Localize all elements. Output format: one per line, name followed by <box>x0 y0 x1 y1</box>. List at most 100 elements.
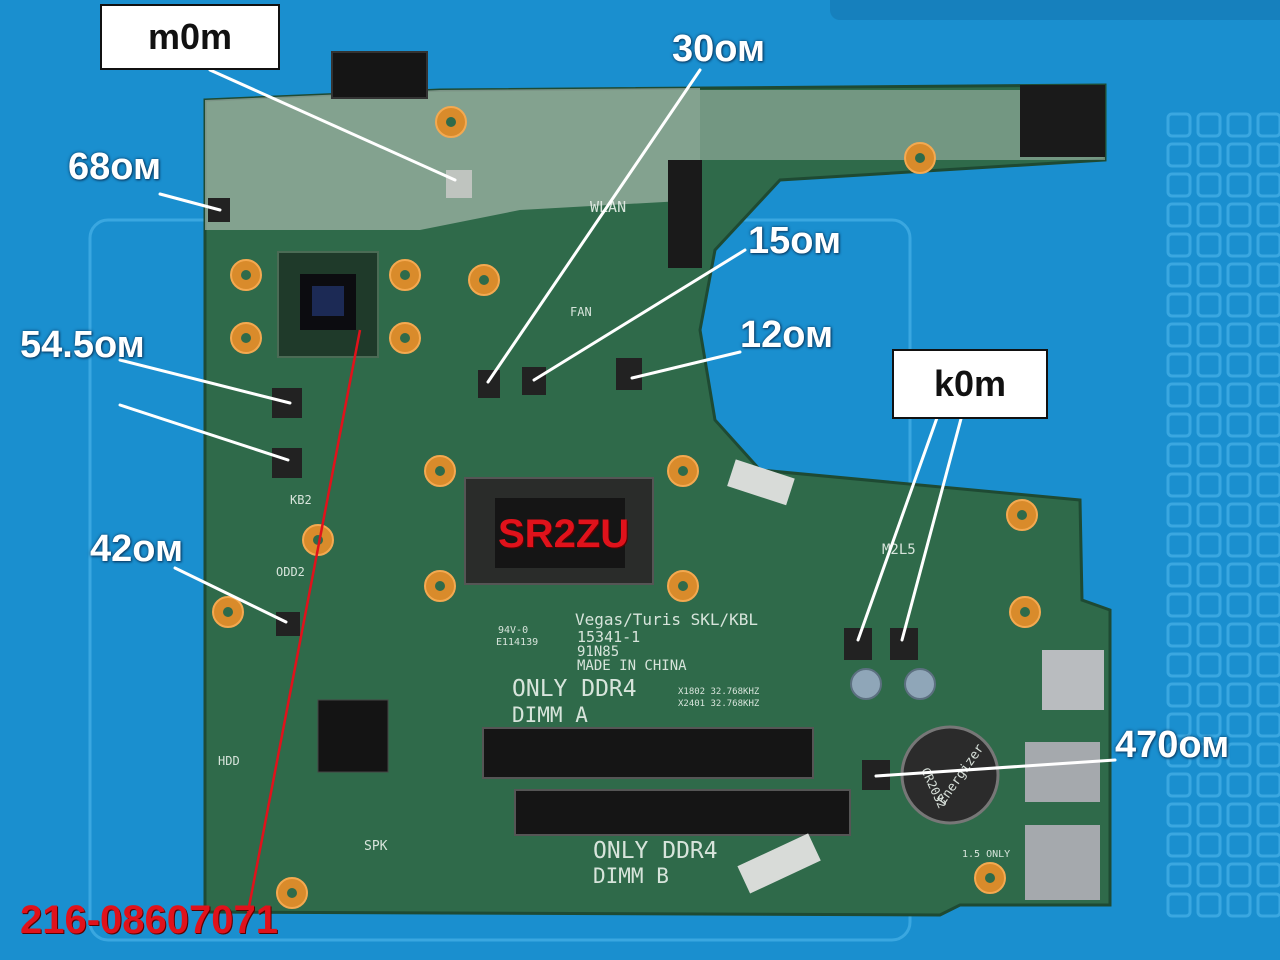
mat-cell <box>1166 352 1192 378</box>
mat-cell <box>1226 352 1252 378</box>
mat-cell <box>1166 892 1192 918</box>
mat-cell <box>1256 352 1280 378</box>
mat-cell <box>1166 202 1192 228</box>
mat-cell <box>1196 682 1222 708</box>
silk-fan: FAN <box>570 305 592 319</box>
screw-pad-hole <box>435 466 445 476</box>
mat-cell <box>1226 412 1252 438</box>
mat-cell <box>1226 562 1252 588</box>
silk-rev-code: 91N85 <box>577 644 620 660</box>
screw-pad-hole <box>1020 607 1030 617</box>
mat-cell <box>1226 742 1252 768</box>
silk-crystal-1: X1802 32.768KHZ <box>678 687 760 697</box>
mat-cell <box>1166 412 1192 438</box>
mat-cell <box>1166 532 1192 558</box>
silk-board-number: 15341-1 <box>577 628 641 646</box>
mat-cell <box>1226 442 1252 468</box>
mat-cell <box>1226 202 1252 228</box>
screw-pad-hole <box>678 581 688 591</box>
screw-pad-hole <box>915 153 925 163</box>
label-k0m-box: k0m <box>892 349 1048 419</box>
mat-cell <box>1256 262 1280 288</box>
label-m0m-text: m0m <box>147 16 233 57</box>
mat-cell <box>1196 382 1222 408</box>
label-30-ohm: 30ом <box>672 28 766 70</box>
mat-cell <box>1166 442 1192 468</box>
mat-cell <box>1166 172 1192 198</box>
mat-cell <box>1166 682 1192 708</box>
mat-cell <box>1226 862 1252 888</box>
mat-cell <box>1226 322 1252 348</box>
mat-cell <box>1226 142 1252 168</box>
mat-cell <box>1256 142 1280 168</box>
mat-cell <box>1196 802 1222 828</box>
mat-cell <box>1166 142 1192 168</box>
mat-cell <box>1226 292 1252 318</box>
mat-cell <box>1196 502 1222 528</box>
mat-cell <box>1196 292 1222 318</box>
mat-cell <box>1256 292 1280 318</box>
mat-cell <box>1196 712 1222 738</box>
screw-pad-hole <box>446 117 456 127</box>
mat-cell <box>1196 352 1222 378</box>
mat-cell <box>1256 532 1280 558</box>
mat-cell <box>1226 502 1252 528</box>
mat-cell <box>1166 652 1192 678</box>
mat-cell <box>1256 862 1280 888</box>
mat-cell <box>1226 832 1252 858</box>
mat-cell <box>1196 862 1222 888</box>
mat-cell <box>1196 412 1222 438</box>
screw-pad-hole <box>400 270 410 280</box>
mat-cell <box>1196 442 1222 468</box>
mat-cell <box>1196 472 1222 498</box>
mat-cell <box>1196 202 1222 228</box>
mat-cell <box>1256 112 1280 138</box>
mat-cell <box>1256 682 1280 708</box>
mat-cell <box>1256 172 1280 198</box>
mat-cell <box>1256 502 1280 528</box>
mat-cell <box>1256 772 1280 798</box>
mat-cell <box>1166 712 1192 738</box>
mat-cell <box>1226 472 1252 498</box>
mat-cell <box>1256 832 1280 858</box>
mat-cell <box>1166 592 1192 618</box>
mat-cell <box>1166 112 1192 138</box>
screw-pad-hole <box>678 466 688 476</box>
mat-cell <box>1256 892 1280 918</box>
screw-pad-hole <box>985 873 995 883</box>
silk-made-in: MADE IN CHINA <box>577 658 687 674</box>
mat-cell <box>1166 292 1192 318</box>
mat-cell <box>1166 742 1192 768</box>
mat-cell <box>1256 802 1280 828</box>
repair-mat-grid <box>1166 112 1280 918</box>
mat-cell <box>1166 562 1192 588</box>
mat-cell <box>1196 142 1222 168</box>
screw-pad-hole <box>287 888 297 898</box>
mat-cell <box>1226 592 1252 618</box>
mat-cell <box>1256 472 1280 498</box>
silk-spk: SPK <box>364 839 388 854</box>
silk-dimm-a-type: ONLY DDR4 <box>512 676 637 702</box>
mat-cell <box>1226 532 1252 558</box>
mat-cell <box>1256 622 1280 648</box>
mat-cell <box>1226 262 1252 288</box>
silk-usb-note: 1.5 ONLY <box>962 849 1011 860</box>
mat-cell <box>1196 892 1222 918</box>
silk-dimm-a-name: DIMM A <box>512 703 588 727</box>
screw-pad-hole <box>1017 510 1027 520</box>
silk-hdd: HDD <box>218 754 240 768</box>
mat-cell <box>1166 832 1192 858</box>
mat-cell <box>1166 322 1192 348</box>
mat-cell <box>1196 112 1222 138</box>
screw-pad-hole <box>313 535 323 545</box>
silk-board-name: Vegas/Turis SKL/KBL <box>575 610 759 629</box>
mat-cell <box>1226 622 1252 648</box>
mat-cell <box>1196 652 1222 678</box>
mat-cell <box>1226 652 1252 678</box>
mat-cell <box>1256 442 1280 468</box>
mat-cell <box>1226 682 1252 708</box>
mat-cell <box>1226 232 1252 258</box>
label-12-ohm: 12ом <box>740 314 834 356</box>
mat-cell <box>1226 712 1252 738</box>
screw-pad-hole <box>241 270 251 280</box>
